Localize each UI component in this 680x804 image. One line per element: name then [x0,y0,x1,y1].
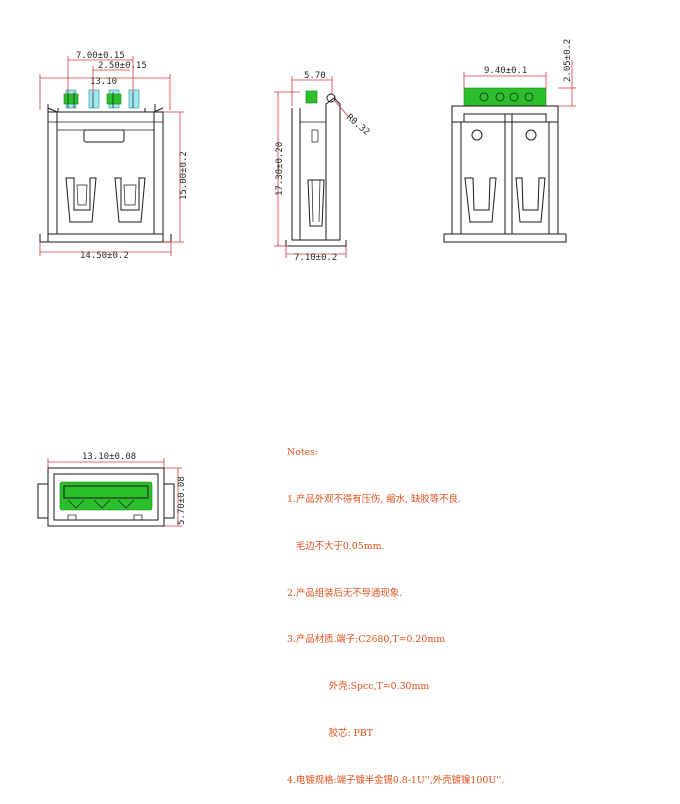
front-pin-2 [88,89,100,109]
back-hole-right [525,129,537,141]
dim-mouth-height: 5.70±0.08 [177,476,187,525]
technical-drawing: 7.00±0.15 2.50±0.15 13.10 14.50±0.2 15.0… [37,39,576,527]
side-contact [305,90,318,104]
dim-front-top-width: 13.10 [90,77,117,87]
dim-front-bottom-width: 14.50±0.2 [80,251,129,261]
side-hole [326,93,336,103]
note-line-1: 1.产品外观不得有压伤, 缩水, 缺胶等不良. [287,493,461,505]
dim-side-radius: R0.32 [344,113,371,138]
back-view: 9.40±0.1 2.05±0.2 [443,39,576,243]
dim-mouth-width: 13.10±0.08 [82,452,136,462]
notes-title: Notes: [287,447,319,459]
mouth-view: 13.10±0.08 5.70±0.08 [37,452,187,527]
front-contact-block-1 [63,93,79,105]
dim-back-side: 2.05±0.2 [563,39,573,82]
front-window [83,129,125,143]
mouth-tongue [59,481,153,511]
note-line-4: 3.产品材质.端子:C2680,T=0.20mm [287,634,446,646]
note-line-5: 外壳:Spcc,T=0.30mm [287,681,430,693]
dim-side-height: 17.30±0.20 [275,142,285,196]
back-hole-left [471,129,483,141]
dim-front-height: 15.00±0.2 [179,151,189,200]
dim-side-top: 5.70 [304,71,326,81]
back-contacts [463,87,547,107]
front-pin-4 [128,89,140,109]
dim-side-bottom: 7.10±0.2 [294,253,337,263]
dim-front-top-pin: 2.50±0.15 [98,61,147,71]
front-body [47,111,164,235]
note-line-7: 4.电镀规格:端子镀半金锡0.8-1U'',外壳镀镍100U''. [287,774,505,786]
note-line-6: 胶芯: PBT [287,727,374,739]
note-line-3: 2.产品组装后无不导通现象. [287,587,403,599]
notes-block: Notes: 1.产品外观不得有压伤, 缩水, 缺胶等不良. 毛边不大于0.05… [287,414,504,804]
dim-front-top-pitch: 7.00±0.15 [76,51,125,61]
front-view: 7.00±0.15 2.50±0.15 13.10 14.50±0.2 15.0… [39,51,189,261]
mouth-shell [47,467,165,527]
side-view: 5.70 R0.32 17.30±0.20 7.10±0.2 [274,71,371,263]
front-contact-block-2 [106,93,122,105]
dim-back-top: 9.40±0.1 [484,66,527,76]
note-line-2: 毛边不大于0.05mm. [287,540,385,552]
